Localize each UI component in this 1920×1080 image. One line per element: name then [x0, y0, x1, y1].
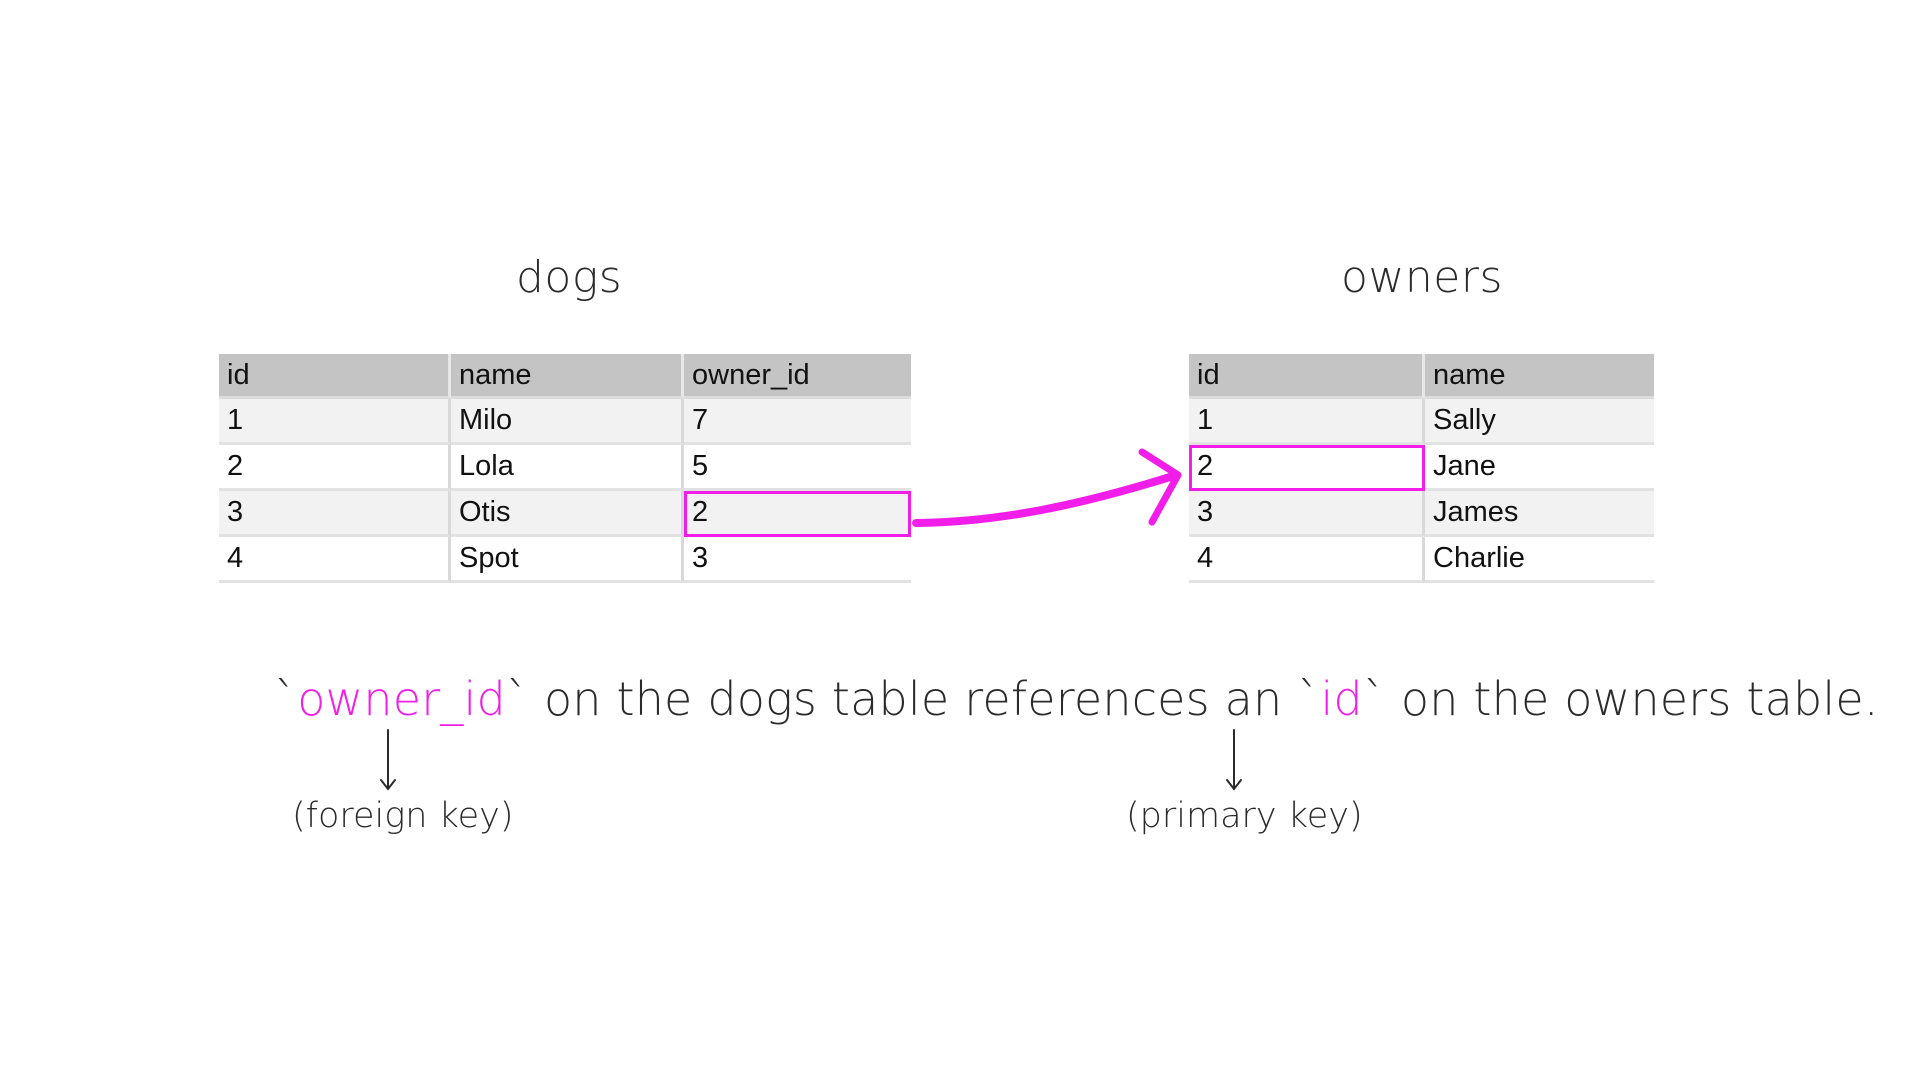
- owners-cell-name: Sally: [1425, 399, 1654, 445]
- owners-cell-id: 3: [1189, 491, 1425, 537]
- dogs-cell-owner-id: 5: [684, 445, 911, 491]
- dogs-cell-id: 3: [219, 491, 451, 537]
- owners-cell-id: 1: [1189, 399, 1425, 445]
- dogs-cell-id: 2: [219, 445, 451, 491]
- dogs-cell-name: Otis: [451, 491, 684, 537]
- owners-highlighted-id-cell: 2: [1189, 445, 1425, 491]
- dogs-cell-id: 1: [219, 399, 451, 445]
- dogs-cell-owner-id: 7: [684, 399, 911, 445]
- sentence-middle: ` on the dogs table references an `: [505, 672, 1321, 726]
- dogs-header-id: id: [219, 354, 451, 399]
- dogs-cell-id: 4: [219, 537, 451, 583]
- relation-arrow-head: [1138, 448, 1182, 526]
- dogs-header-owner-id: owner_id: [684, 354, 911, 399]
- dogs-cell-owner-id: 3: [684, 537, 911, 583]
- dogs-header-name: name: [451, 354, 684, 399]
- owners-cell-name: Charlie: [1425, 537, 1654, 583]
- owners-table: id name 1 Sally 2 Jane 3 James 4 Charlie: [1189, 354, 1654, 583]
- dogs-cell-name: Milo: [451, 399, 684, 445]
- foreign-key-term: owner_id: [297, 672, 506, 726]
- primary-key-label: (primary key): [1126, 796, 1363, 836]
- table-row: 3 Otis 2: [219, 491, 911, 537]
- owners-cell-name: James: [1425, 491, 1654, 537]
- primary-key-term: id: [1320, 672, 1363, 726]
- owners-cell-id: 4: [1189, 537, 1425, 583]
- table-row: 1 Sally: [1189, 399, 1654, 445]
- explanation-sentence: `owner_id` on the dogs table references …: [274, 672, 1879, 726]
- sentence-end: ` on the owners table.: [1362, 672, 1879, 726]
- owners-header-name: name: [1425, 354, 1654, 399]
- dogs-header-row: id name owner_id: [219, 354, 911, 399]
- dogs-highlighted-owner-id-cell: 2: [684, 491, 911, 537]
- table-row: 4 Charlie: [1189, 537, 1654, 583]
- dogs-cell-name: Spot: [451, 537, 684, 583]
- dogs-table: id name owner_id 1 Milo 7 2 Lola 5 3 Oti…: [219, 354, 911, 583]
- dogs-table-title: dogs: [516, 252, 623, 303]
- owners-table-title: owners: [1341, 252, 1503, 303]
- down-arrow-icon: [380, 729, 396, 791]
- table-row: 4 Spot 3: [219, 537, 911, 583]
- table-row: 1 Milo 7: [219, 399, 911, 445]
- foreign-key-label: (foreign key): [292, 796, 514, 836]
- table-row: 2 Lola 5: [219, 445, 911, 491]
- table-row: 3 James: [1189, 491, 1654, 537]
- table-row: 2 Jane: [1189, 445, 1654, 491]
- relation-arrow-shaft: [912, 473, 1174, 527]
- owners-header-row: id name: [1189, 354, 1654, 399]
- owners-cell-name: Jane: [1425, 445, 1654, 491]
- owners-header-id: id: [1189, 354, 1425, 399]
- down-arrow-icon: [1226, 729, 1242, 791]
- sentence-tick: `: [274, 672, 298, 726]
- dogs-cell-name: Lola: [451, 445, 684, 491]
